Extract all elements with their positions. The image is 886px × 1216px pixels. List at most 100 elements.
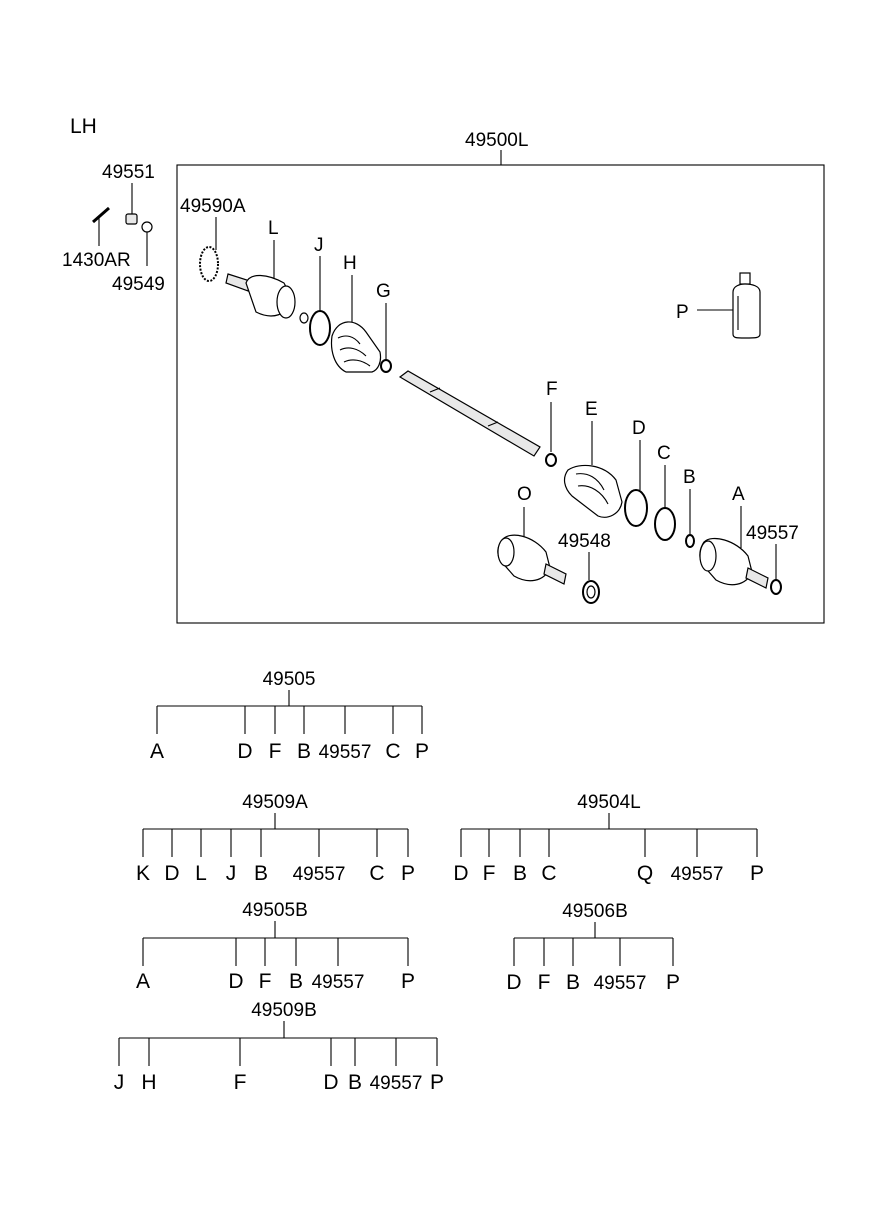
kit-item[interactable]: 49557 xyxy=(319,742,372,763)
callout-C[interactable]: C xyxy=(657,443,671,464)
part-nut-49551[interactable] xyxy=(125,213,138,225)
kit-number[interactable]: 49505 xyxy=(263,669,316,690)
kit-item[interactable]: D xyxy=(323,1071,338,1094)
kit-item[interactable]: 49557 xyxy=(293,864,346,885)
kit-item[interactable]: L xyxy=(195,862,207,885)
callout-49548[interactable]: 49548 xyxy=(558,531,611,552)
shaft-groove-1 xyxy=(429,387,441,393)
callout-49590A[interactable]: 49590A xyxy=(180,196,246,217)
callout-B[interactable]: B xyxy=(683,467,696,488)
kit-item[interactable]: Q xyxy=(637,862,653,885)
part-outer-joint-face xyxy=(276,285,296,319)
callout-49549[interactable]: 49549 xyxy=(112,274,165,295)
kit-number[interactable]: 49504L xyxy=(577,792,640,813)
callout-P[interactable]: P xyxy=(676,302,689,323)
part-clamp-F[interactable] xyxy=(545,453,557,467)
part-inner-joint-A-face xyxy=(699,540,717,572)
kit-item[interactable]: B xyxy=(289,970,303,993)
part-seal-49548-inner xyxy=(586,585,596,599)
kit-item[interactable]: D xyxy=(506,971,521,994)
shaft-groove-2 xyxy=(487,421,499,427)
part-boot-H[interactable] xyxy=(330,321,382,373)
part-boot-E-ribs xyxy=(575,473,609,505)
kit-item[interactable]: J xyxy=(114,1071,125,1094)
kit-item[interactable]: P xyxy=(430,1071,444,1094)
callout-49557[interactable]: 49557 xyxy=(746,523,799,544)
kit-item[interactable]: K xyxy=(136,862,150,885)
part-clamp-D[interactable] xyxy=(624,489,648,527)
callout-H[interactable]: H xyxy=(343,253,357,274)
kit-item[interactable]: D xyxy=(164,862,179,885)
part-clamp-G[interactable] xyxy=(380,359,392,373)
kit-item[interactable]: A xyxy=(136,970,150,993)
kit-item[interactable]: H xyxy=(141,1071,156,1094)
callout-F[interactable]: F xyxy=(546,379,558,400)
part-housing-O-face xyxy=(497,537,515,567)
kit-item[interactable]: P xyxy=(401,862,415,885)
callout-J[interactable]: J xyxy=(314,235,324,256)
part-tone-ring[interactable] xyxy=(199,246,219,282)
callout-1430AR[interactable]: 1430AR xyxy=(62,250,131,271)
kit-item[interactable]: C xyxy=(541,862,556,885)
part-clamp-J[interactable] xyxy=(309,310,331,346)
kit-item[interactable]: F xyxy=(269,740,282,763)
kit-number[interactable]: 49509A xyxy=(242,792,308,813)
part-boot-H-ribs xyxy=(337,335,371,367)
kit-item[interactable]: B xyxy=(254,862,268,885)
kit-number[interactable]: 49506B xyxy=(562,901,628,922)
kit-item[interactable]: F xyxy=(538,971,551,994)
kit-item[interactable]: B xyxy=(566,971,580,994)
kit-item[interactable]: C xyxy=(369,862,384,885)
assembly-number[interactable]: 49500L xyxy=(465,130,528,151)
kit-item[interactable]: P xyxy=(415,740,429,763)
part-shaft[interactable] xyxy=(398,370,541,457)
kit-item[interactable]: A xyxy=(150,740,164,763)
kit-item[interactable]: F xyxy=(483,862,496,885)
part-boot-E[interactable] xyxy=(563,464,623,518)
kit-item[interactable]: 49557 xyxy=(370,1073,423,1094)
kit-item[interactable]: B xyxy=(348,1071,362,1094)
kit-item[interactable]: F xyxy=(234,1071,247,1094)
kit-item[interactable]: D xyxy=(453,862,468,885)
part-ring-B[interactable] xyxy=(685,534,695,548)
assembly-frame xyxy=(176,164,825,624)
callout-A[interactable]: A xyxy=(732,484,745,505)
kit-item[interactable]: B xyxy=(513,862,527,885)
callout-O[interactable]: O xyxy=(517,484,532,505)
callout-G[interactable]: G xyxy=(376,281,391,302)
kit-item[interactable]: 49557 xyxy=(312,972,365,993)
kit-item[interactable]: P xyxy=(401,970,415,993)
part-circlip-49557[interactable] xyxy=(770,579,782,595)
part-grease-cap xyxy=(739,272,751,285)
part-cotter-pin[interactable] xyxy=(92,206,110,224)
part-washer-49549[interactable] xyxy=(141,221,153,233)
kit-item[interactable]: D xyxy=(228,970,243,993)
kit-number[interactable]: 49509B xyxy=(251,1000,317,1021)
kit-number[interactable]: 49505B xyxy=(242,900,308,921)
part-inner-stub-A xyxy=(745,567,769,589)
callout-D[interactable]: D xyxy=(632,418,646,439)
kit-item[interactable]: 49557 xyxy=(594,973,647,994)
kit-item[interactable]: D xyxy=(237,740,252,763)
kit-item[interactable]: P xyxy=(750,862,764,885)
kit-item[interactable]: P xyxy=(666,971,680,994)
kit-item[interactable]: C xyxy=(385,740,400,763)
kit-item[interactable]: J xyxy=(226,862,237,885)
callout-49551[interactable]: 49551 xyxy=(102,162,155,183)
callout-E[interactable]: E xyxy=(585,399,598,420)
callout-L[interactable]: L xyxy=(268,218,279,239)
part-clamp-C[interactable] xyxy=(654,507,676,541)
kit-item[interactable]: F xyxy=(259,970,272,993)
part-grease-P[interactable] xyxy=(732,283,761,339)
kit-item[interactable]: 49557 xyxy=(671,864,724,885)
side-label: LH xyxy=(70,115,97,138)
part-small-clip xyxy=(299,312,309,324)
kit-item[interactable]: B xyxy=(297,740,311,763)
